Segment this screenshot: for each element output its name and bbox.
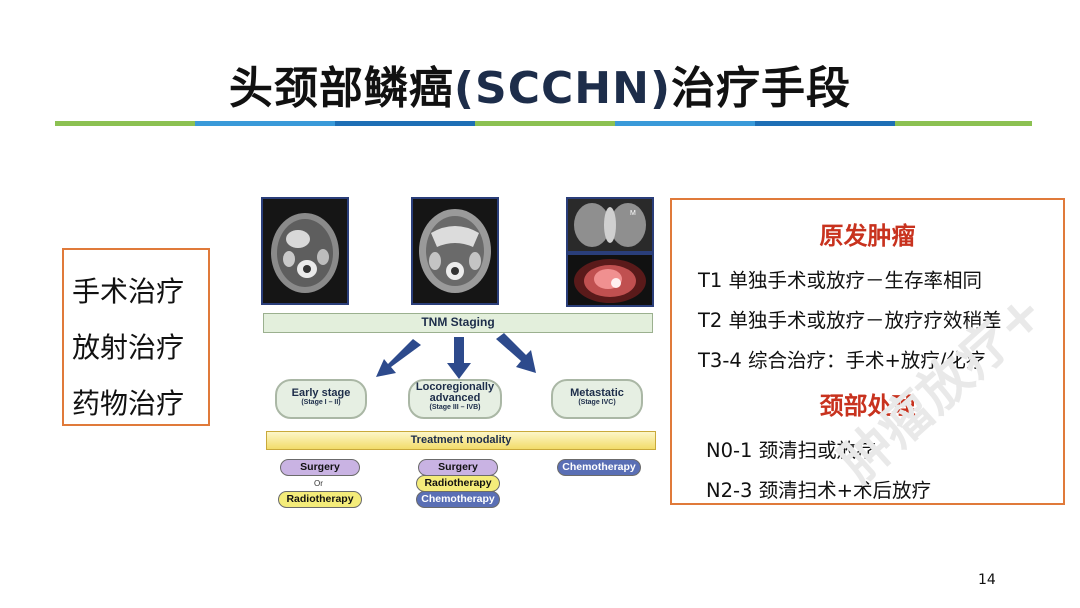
treatment-list-box: 手术治疗 放射治疗 药物治疗	[62, 248, 210, 426]
staging-figure: M TNM Staging Early stage (Stage I – II)…	[258, 193, 658, 513]
rule-segment	[755, 121, 895, 126]
stage-early: Early stage (Stage I – II)	[275, 379, 367, 419]
treatment-detail-box: 原发肿瘤 T1 单独手术或放疗－生存率相同 T2 单独手术或放疗－放疗疗效稍差 …	[670, 198, 1065, 505]
page-title: 头颈部鳞癌(SCCHN)治疗手段	[0, 52, 1080, 116]
primary-tumor-heading: 原发肿瘤	[819, 222, 916, 250]
ct-scan-image-2	[411, 197, 499, 305]
col1-surgery-pill: Surgery	[280, 459, 360, 476]
stage-metastatic-sub: (Stage IVC)	[578, 399, 616, 406]
primary-line-t1: T1 单独手术或放疗－生存率相同	[698, 269, 983, 292]
rule-segment	[895, 121, 1032, 126]
primary-line-t3-4: T3-4 综合治疗：手术+放疗/化疗	[698, 349, 986, 372]
stage-locoregional-sub: (Stage III – IVB)	[429, 404, 481, 411]
stage-locoregional-label: Locoregionally advanced	[415, 381, 495, 404]
stage-metastatic: Metastatic (Stage IVC)	[551, 379, 643, 419]
lung-ct-image: M	[566, 197, 654, 253]
stage-locoregional: Locoregionally advanced (Stage III – IVB…	[408, 379, 502, 419]
rule-segment	[615, 121, 755, 126]
stage-early-sub: (Stage I – II)	[301, 399, 341, 406]
neck-line-n2-3: N2-3 颈清扫术+术后放疗	[706, 479, 931, 502]
primary-line-t2: T2 单独手术或放疗－放疗疗效稍差	[698, 309, 1002, 332]
col2-surgery-pill: Surgery	[418, 459, 498, 476]
rule-segment	[475, 121, 615, 126]
col1-or-label: Or	[314, 479, 323, 488]
title-latin: (SCCHN)	[453, 63, 672, 114]
rule-segment	[335, 121, 475, 126]
stage-metastatic-label: Metastatic	[570, 387, 624, 399]
col2-radiotherapy-pill: Radiotherapy	[416, 475, 500, 492]
staging-arrows	[376, 333, 536, 379]
treatment-item-drug: 药物治疗	[72, 387, 185, 420]
col2-chemotherapy-pill: Chemotherapy	[416, 491, 500, 508]
treatment-modality-bar: Treatment modality	[266, 431, 656, 450]
arrow-right	[496, 333, 536, 373]
svg-text:M: M	[630, 210, 636, 217]
treatment-item-surgery: 手术治疗	[72, 275, 185, 308]
treatment-item-radiotherapy: 放射治疗	[72, 331, 185, 364]
stage-early-label: Early stage	[291, 387, 351, 399]
col3-chemotherapy-pill: Chemotherapy	[557, 459, 641, 476]
arrow-center	[447, 337, 471, 379]
rule-segment	[195, 121, 335, 126]
arrow-left	[376, 339, 421, 377]
neck-treatment-heading: 颈部处理	[819, 392, 916, 420]
title-cn-after: 治疗手段	[671, 63, 852, 114]
title-divider	[55, 121, 1032, 126]
col1-radiotherapy-pill: Radiotherapy	[278, 491, 362, 508]
neck-line-n0-1: N0-1 颈清扫或放疗	[706, 439, 876, 462]
pet-ct-image	[566, 253, 654, 307]
page-number: 14	[978, 572, 996, 588]
rule-segment	[55, 121, 195, 126]
ct-scan-image-1	[261, 197, 349, 305]
tnm-staging-bar: TNM Staging	[263, 313, 653, 333]
title-cn-before: 头颈部鳞癌	[228, 63, 454, 114]
